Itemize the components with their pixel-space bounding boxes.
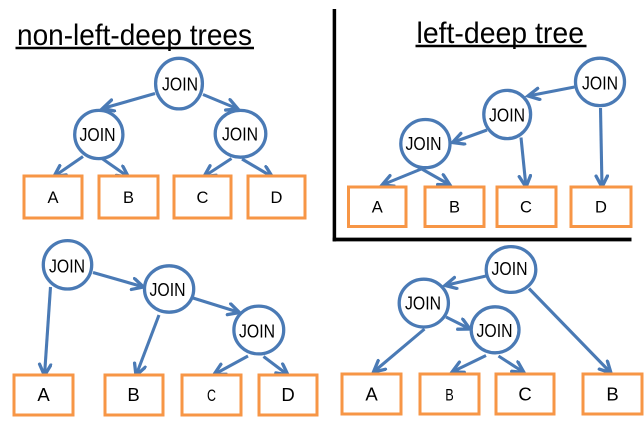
svg-text:JOIN: JOIN <box>405 294 441 314</box>
svg-text:left-deep tree: left-deep tree <box>417 17 585 50</box>
svg-text:JOIN: JOIN <box>49 256 85 276</box>
svg-text:non-left-deep trees: non-left-deep trees <box>17 19 252 52</box>
svg-text:D: D <box>271 189 283 207</box>
svg-text:JOIN: JOIN <box>477 321 513 341</box>
svg-text:JOIN: JOIN <box>222 125 258 145</box>
svg-text:B: B <box>449 199 460 217</box>
svg-text:JOIN: JOIN <box>162 75 198 95</box>
svg-text:JOIN: JOIN <box>492 259 528 279</box>
svg-text:C: C <box>520 199 532 217</box>
svg-text:D: D <box>595 199 607 217</box>
svg-text:A: A <box>37 384 50 405</box>
svg-text:JOIN: JOIN <box>80 125 116 145</box>
svg-text:JOIN: JOIN <box>489 105 525 125</box>
svg-text:A: A <box>365 384 378 405</box>
svg-text:C: C <box>197 189 209 207</box>
svg-text:B: B <box>606 384 618 405</box>
svg-text:JOIN: JOIN <box>239 321 275 341</box>
svg-text:C: C <box>207 387 216 405</box>
svg-text:D: D <box>281 384 294 405</box>
svg-text:A: A <box>47 189 58 207</box>
svg-text:JOIN: JOIN <box>150 280 186 300</box>
svg-text:B: B <box>445 387 454 405</box>
svg-text:B: B <box>127 384 139 405</box>
svg-text:JOIN: JOIN <box>406 134 442 154</box>
svg-text:A: A <box>372 199 383 217</box>
svg-text:B: B <box>123 189 134 207</box>
svg-text:JOIN: JOIN <box>582 73 618 93</box>
svg-text:C: C <box>518 384 531 405</box>
